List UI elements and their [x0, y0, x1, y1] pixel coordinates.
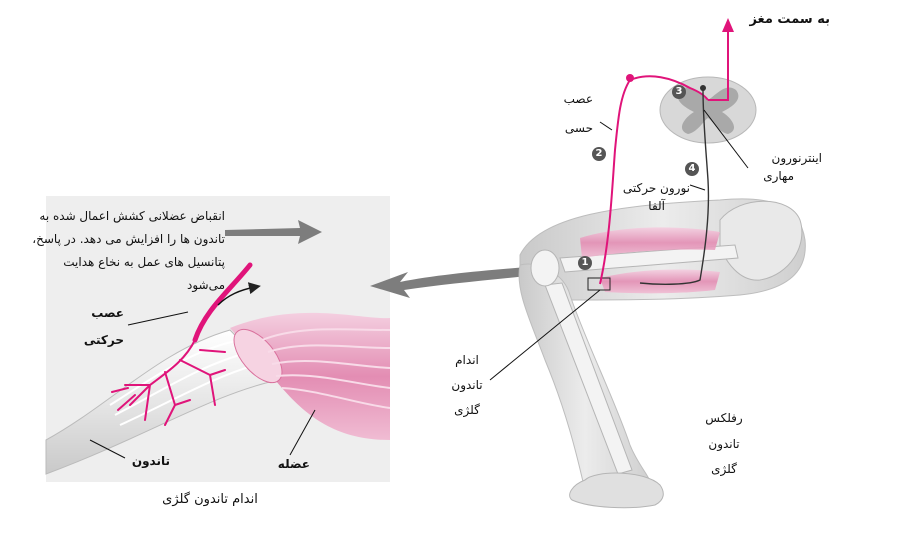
kneecap [530, 249, 560, 287]
inset-text-line-1: انقباض عضلانی کشش اعمال شده به [39, 209, 225, 223]
label-golgi-organ-3: گلژی [454, 403, 480, 417]
label-sensory-nerve-2: حسی [564, 121, 593, 135]
inset-direction-arrow [217, 282, 261, 306]
leader-inset-muscle [289, 409, 316, 456]
leader-inset-tendon [89, 439, 126, 459]
label-to-brain: به سمت مغز [749, 12, 830, 27]
leader-alpha-motor [689, 184, 706, 191]
label-sensory-nerve-1: عصب [563, 92, 593, 106]
inset-text-line-4: می‌شود [186, 278, 225, 292]
label-interneuron-1: اینترنورون [771, 151, 822, 165]
label-alpha-motor-2: آلفا [648, 199, 665, 213]
inset-label-nerve-2: حرکتی [83, 333, 124, 347]
label-interneuron-2: مهاری [763, 169, 794, 183]
pelvis-bone [719, 200, 803, 281]
step-badge: 4 [685, 162, 699, 176]
sensory-nerve [599, 30, 729, 285]
inset-muscle [230, 312, 391, 440]
label-golgi-organ-1: اندام [455, 353, 479, 367]
label-golgi-organ-2: تاندون [451, 378, 483, 392]
inset-caption: اندام تاندون گلژی [162, 492, 258, 507]
leader-sensory-nerve [599, 121, 613, 131]
golgi-organ-marker [587, 277, 611, 291]
label-alpha-motor-1: نورون حرکتی [622, 181, 690, 195]
thigh-muscle-bottom [600, 269, 720, 294]
label-golgi-reflex-1: رفلکس [705, 411, 743, 425]
inset-panel [45, 196, 391, 482]
dorsal-root-ganglion [626, 74, 634, 82]
label-golgi-reflex-2: تاندون [708, 437, 740, 451]
alpha-motor-neuron [639, 89, 710, 285]
step-badge: 3 [672, 85, 686, 99]
foot [569, 472, 664, 509]
inset-label-nerve-1: عصب [91, 306, 124, 320]
tendon-fibers [109, 339, 259, 426]
inset-text-line-3: پتانسیل های عمل به نخاع هدایت [63, 255, 225, 269]
tibia [544, 282, 633, 475]
to-brain-arrowhead [722, 18, 734, 32]
inset-text-line-2: تاندون ها را افزایش می دهد. در پاسخ، [32, 232, 225, 246]
step-badge: 2 [592, 147, 606, 161]
interneuron-dot [700, 85, 706, 91]
inset-nerve [111, 262, 253, 426]
inset-text-arrow [225, 220, 322, 244]
leader-golgi-organ [489, 289, 601, 381]
step-badge: 1 [578, 256, 592, 270]
inset-label-tendon: تاندون [131, 454, 170, 468]
thigh-muscle-top [580, 227, 720, 258]
leader-inset-nerve [127, 311, 189, 326]
inset-label-muscle: عضله [277, 457, 310, 471]
label-golgi-reflex-3: گلژی [711, 462, 737, 476]
leader-interneuron [703, 109, 749, 169]
leg-illustration [518, 198, 806, 509]
